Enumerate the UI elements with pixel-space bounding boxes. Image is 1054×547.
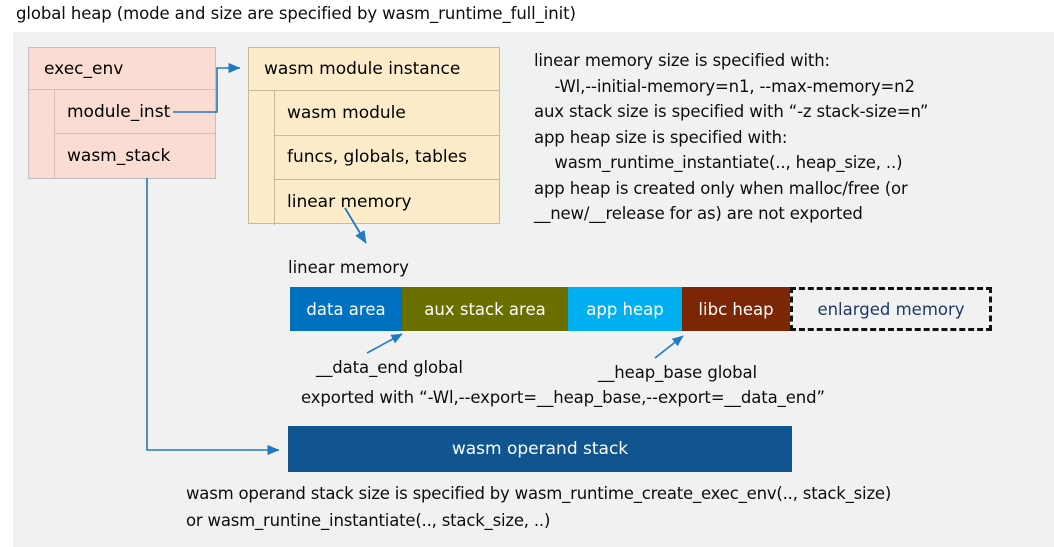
memory-segment-label: aux stack area (424, 299, 546, 319)
memory-segment-label: enlarged memory (817, 299, 965, 319)
wasm-module-instance-body: wasm module funcs, globals, tables linea… (249, 91, 499, 225)
annotation-exported-with: exported with “-Wl,--export=__heap_base,… (301, 388, 825, 407)
exec-env-gutter (29, 90, 55, 178)
memory-segment-app-heap: app heap (568, 287, 682, 331)
memory-segment-label: data area (306, 299, 386, 319)
module-field-linear-memory: linear memory (287, 192, 412, 213)
module-field-funcs-globals-tables: funcs, globals, tables (275, 136, 499, 180)
exec-env-field-module-inst: module_inst (55, 90, 215, 134)
linear-memory-label: linear memory (288, 258, 409, 277)
wasm-module-instance-gutter (249, 91, 275, 225)
memory-segment-aux-stack-area: aux stack area (402, 287, 568, 331)
memory-segment-data-area: data area (290, 287, 402, 331)
operand-stack-note: wasm operand stack size is specified by … (186, 484, 892, 530)
exec-env-field-wasm-stack: wasm_stack (67, 146, 171, 166)
exec-env-header: exec_env (29, 48, 215, 90)
memory-segment-libc-heap: libc heap (682, 287, 790, 331)
wasm-module-instance-box: wasm module instance wasm module funcs, … (248, 47, 500, 225)
wasm-operand-stack-bar: wasm operand stack (288, 426, 792, 472)
memory-segment-label: libc heap (698, 299, 774, 319)
memory-segment-enlarged-memory: enlarged memory (790, 287, 992, 331)
wasm-module-instance-field-list: wasm module funcs, globals, tables linea… (275, 91, 499, 225)
exec-env-body: module_inst wasm_stack (29, 90, 215, 178)
annotation-heap-base: __heap_base global (598, 363, 758, 382)
memory-segment-label: app heap (586, 299, 664, 319)
page-title: global heap (mode and size are specified… (16, 4, 576, 23)
wasm-module-instance-header: wasm module instance (249, 48, 499, 91)
linear-memory-info-text: linear memory size is specified with: -W… (534, 51, 929, 223)
annotation-data-end: __data_end global (316, 358, 463, 377)
exec-env-box: exec_env module_inst wasm_stack (28, 47, 216, 179)
exec-env-field-list: module_inst wasm_stack (55, 90, 215, 178)
module-field-wasm-module: wasm module (275, 91, 499, 136)
linear-memory-bar: data area aux stack area app heap libc heap… (290, 287, 992, 331)
